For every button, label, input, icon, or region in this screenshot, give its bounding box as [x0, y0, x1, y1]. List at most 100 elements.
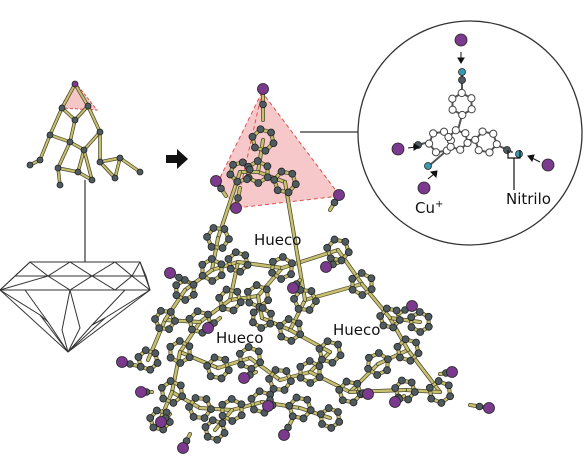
bond [83, 131, 101, 151]
carbon-atom [407, 313, 416, 322]
carbon-atom [412, 338, 420, 347]
carbon-atom [245, 298, 254, 307]
carbon-atom [288, 169, 297, 178]
carbon-atom [269, 385, 278, 393]
carbon-atom [290, 295, 298, 303]
carbon-atom [224, 366, 233, 375]
carbon-atom [318, 355, 326, 364]
carbon-atom [291, 180, 300, 189]
lattice-atom [46, 131, 54, 139]
carbon-atom [245, 165, 254, 174]
carbon-atom [247, 394, 256, 403]
carbon-atom [315, 344, 324, 353]
carbon-atom [327, 424, 336, 432]
carbon-atom [284, 188, 293, 197]
carbon-atom [267, 309, 275, 318]
carbon-atom [188, 325, 196, 334]
lattice-atom [136, 168, 144, 176]
carbon-atom [341, 237, 350, 246]
lattice-atom [66, 138, 74, 146]
carbon-atom [203, 233, 211, 241]
carbon-atom [201, 423, 210, 431]
ring-atom [439, 127, 449, 136]
carbon-atom [353, 379, 362, 388]
carbon-atom [243, 175, 251, 184]
carbon-atom [213, 435, 222, 444]
carbon-atom [296, 373, 305, 382]
copper-atom [278, 429, 290, 441]
carbon-atom [202, 395, 211, 403]
carbon-atom [236, 267, 245, 276]
ring-atom [457, 88, 466, 98]
carbon-atom [373, 371, 382, 379]
carbon-atom [189, 280, 198, 289]
carbon-atom [256, 358, 265, 367]
bond [376, 348, 410, 366]
bond [69, 119, 76, 143]
copper-atom [177, 442, 189, 454]
carbon-atom [389, 323, 398, 332]
carbon-atom [303, 395, 312, 404]
carbon-atom [218, 419, 227, 428]
carbon-atom [185, 353, 194, 362]
carbon-atom [273, 186, 282, 195]
carbon-atom [236, 298, 245, 307]
carbon-atom [271, 366, 280, 374]
copper-atom [262, 400, 274, 412]
ring-atom [456, 145, 465, 154]
carbon-atom [285, 401, 294, 410]
ring-atom [444, 132, 453, 142]
carbon-atom [315, 362, 324, 371]
bond [57, 141, 71, 169]
copper-atom [333, 189, 345, 201]
ring-atom [446, 142, 455, 151]
carbon-atom [334, 408, 342, 416]
carbon-atom [251, 143, 259, 152]
carbon-atom [207, 243, 216, 251]
carbon-atom [209, 224, 218, 232]
bond [183, 268, 214, 292]
copper-atom [541, 158, 555, 172]
carbon-atom [407, 323, 416, 332]
ring-atom [431, 148, 441, 157]
carbon-atom [235, 349, 244, 358]
carbon-atom [224, 255, 233, 263]
bond [163, 288, 187, 322]
bond [170, 350, 182, 394]
carbon-atom [226, 264, 235, 273]
bond [348, 362, 380, 394]
bond [170, 390, 202, 410]
ring-atom [463, 138, 472, 148]
copper-atom [483, 402, 495, 414]
carbon-atom [165, 325, 174, 334]
carbon-atom [176, 359, 185, 367]
carbon-atom [335, 417, 344, 426]
copper-atom [210, 175, 222, 187]
carbon-atom [227, 395, 236, 403]
carbon-atom [225, 235, 233, 243]
bond [61, 83, 76, 109]
copper-atom [202, 322, 214, 334]
carbon-atom [336, 351, 345, 360]
carbon-atom [292, 393, 301, 402]
carbon-atom [424, 322, 433, 331]
carbon-atom [275, 321, 284, 330]
carbon-atom [253, 157, 262, 165]
carbon-atom [263, 162, 272, 171]
bond [198, 406, 234, 412]
carbon-atom [172, 291, 181, 300]
bond [178, 320, 202, 354]
ring-atom [471, 135, 480, 144]
carbon-atom [198, 271, 207, 280]
carbon-atom [189, 413, 198, 421]
carbon-atom [166, 342, 175, 351]
copper-atom [446, 366, 458, 378]
mof-framework [116, 83, 495, 454]
carbon-atom [159, 394, 168, 403]
carbon-atom [299, 414, 308, 423]
bond [403, 388, 442, 394]
ring-atom [448, 105, 457, 114]
bond [114, 157, 121, 179]
bond [288, 298, 307, 332]
carbon-atom [155, 324, 164, 333]
